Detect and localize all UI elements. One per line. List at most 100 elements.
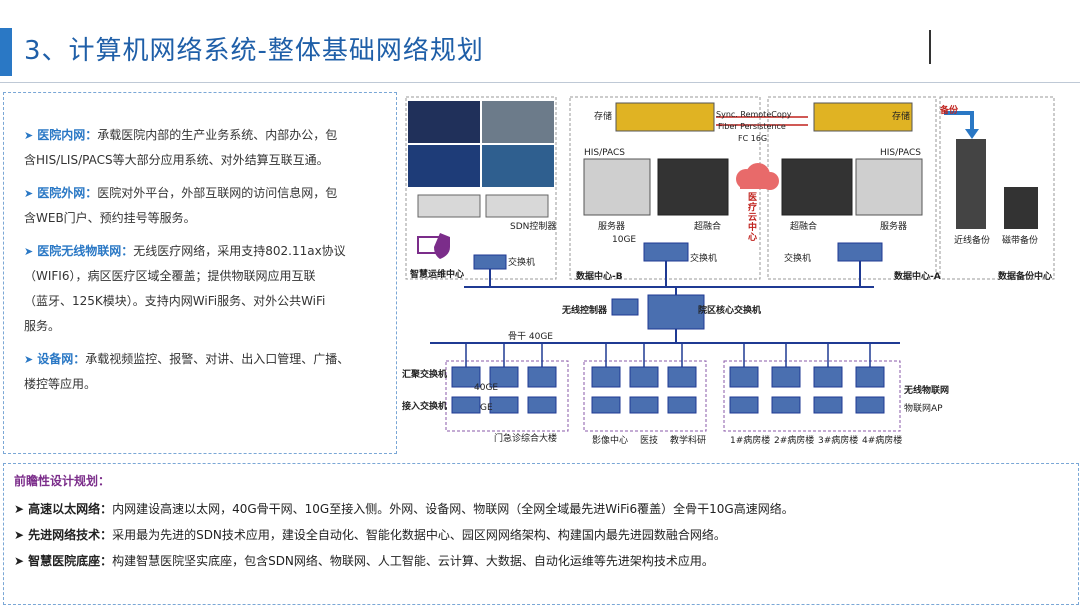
- bullet-intranet: ➤医院内网：承载医院内部的生产业务系统、内部办公，包 含HIS/LIS/PACS…: [24, 123, 384, 173]
- switch-dc-a: [838, 243, 882, 261]
- nearline-backup-label: 近线备份: [954, 233, 990, 246]
- design-row-text: 构建智慧医院坚实底座，包含SDN网络、物联网、人工智能、云计算、大数据、自动化运…: [112, 554, 714, 568]
- design-row-foundation: ➤ 智慧医院底座：构建智慧医院坚实底座，包含SDN网络、物联网、人工智能、云计算、…: [14, 552, 714, 569]
- design-row-text: 采用最为先进的SDN技术应用，建设全自动化、智能化数据中心、园区网网络架构、构建…: [112, 528, 726, 542]
- arrow-icon: ➤: [24, 245, 33, 258]
- drop-lines: [466, 343, 870, 367]
- storage-array-left: [616, 103, 714, 131]
- title-divider: [929, 30, 931, 64]
- building-medtech-label: 医技: [640, 433, 658, 446]
- bullet-device-network: ➤ 设备网：承载视频监控、报警、对讲、出入口管理、广播、 楼控等应用。: [24, 347, 384, 397]
- aggregation-switch-label: 汇聚交换机: [402, 367, 447, 380]
- his-pacs-label-left: HIS/PACS: [584, 148, 625, 158]
- server-label-right: 服务器: [880, 219, 907, 232]
- ward-4-label: 4#病房楼: [862, 433, 902, 446]
- backup-center-label: 数据备份中心: [998, 269, 1052, 282]
- access-switches: [452, 367, 884, 413]
- building-imaging-label: 影像中心: [592, 433, 628, 446]
- ge-label: GE: [480, 403, 493, 413]
- building-outpatient-label: 门急诊综合大楼: [494, 431, 557, 444]
- storage-label-left: 存储: [594, 109, 612, 122]
- page-title: 3、计算机网络系统-整体基础网络规划: [24, 30, 484, 67]
- tape-backup-device: [1004, 187, 1038, 229]
- title-accent-bar: [0, 28, 12, 76]
- design-row-text: 内网建设高速以太网，40G骨干网、10G至接入侧。外网、设备网、物联网（全网全域…: [112, 502, 794, 516]
- monitor-screen-3: [408, 145, 480, 187]
- bullet-head: 医院无线物联网：: [37, 244, 133, 258]
- sync-label: Sync. RemoteCopy: [716, 110, 792, 119]
- switch-ops: [474, 255, 506, 269]
- bullet-head: 医院外网：: [37, 186, 97, 200]
- hyperconverged-right: [782, 159, 852, 215]
- cloud-center-label: 医疗云中心: [748, 193, 758, 243]
- building-teaching-label: 教学科研: [670, 433, 706, 446]
- ward-2-label: 2#病房楼: [774, 433, 814, 446]
- wireless-controller-label: 无线控制器: [562, 303, 607, 316]
- title-underline: [0, 82, 1080, 83]
- bullet-text: 无线医疗网络，采用支持802.11ax协议: [133, 244, 345, 258]
- backup-label: 备份: [940, 103, 958, 116]
- network-description-panel: ➤医院内网：承载医院内部的生产业务系统、内部办公，包 含HIS/LIS/PACS…: [3, 92, 397, 454]
- server-label-left: 服务器: [598, 219, 625, 232]
- switch-label-dc-b: 交换机: [690, 251, 717, 264]
- bullet-text: 医院对外平台，外部互联网的访问信息网，包: [97, 186, 337, 200]
- storage-label-right: 存储: [892, 109, 910, 122]
- forward-design-panel: 前瞻性设计规划： ➤高速以太网络：内网建设高速以太网，40G骨干网、10G至接入…: [3, 463, 1079, 605]
- network-topology-diagram: 存储 存储 Sync. RemoteCopy Fiber Persistence…: [404, 95, 1060, 455]
- 40ge-label: 40GE: [474, 383, 498, 393]
- bullet-text: （蓝牙、125K模块）。支持内网WiFi服务、对外公共WiFi: [24, 294, 325, 308]
- core-switch: [648, 295, 704, 329]
- bullet-text: （WIFI6），病区医疗区域全覆盖；提供物联网应用互联: [24, 269, 315, 283]
- access-switch-label: 接入交换机: [402, 399, 447, 412]
- hyperconverged-label-left: 超融合: [694, 219, 721, 232]
- title-bar: 3、计算机网络系统-整体基础网络规划: [0, 18, 1080, 76]
- switch-label-ops: 交换机: [508, 255, 535, 268]
- core-switch-label: 院区核心交换机: [698, 303, 761, 316]
- fc-label: FC 16G: [738, 134, 767, 143]
- arrow-icon: ➤: [24, 353, 33, 366]
- design-row-ethernet: ➤ 高速以太网络：内网建设高速以太网，40G骨干网、10G至接入侧。外网、设备网、…: [14, 500, 794, 517]
- hyperconverged-label-right: 超融合: [790, 219, 817, 232]
- his-pacs-label-right: HIS/PACS: [880, 148, 921, 158]
- wireless-iot-label: 无线物联网: [904, 383, 949, 396]
- bullet-head: 设备网：: [37, 352, 85, 366]
- backbone-label: 骨干 40GE: [508, 329, 553, 342]
- bullet-text: 承载视频监控、报警、对讲、出入口管理、广播、: [85, 352, 349, 366]
- hyperconverged-left: [658, 159, 728, 215]
- ops-center-label: 智慧运维中心: [410, 267, 464, 280]
- design-row-head: 智慧医院底座：: [28, 554, 112, 568]
- monitor-screen-4: [482, 145, 554, 187]
- bullet-text: 含WEB门户、预约挂号等服务。: [24, 211, 196, 225]
- server-rack-ops-1: [418, 195, 480, 217]
- datacenter-a-label: 数据中心-A: [894, 269, 941, 282]
- switch-dc-b: [644, 243, 688, 261]
- bullet-text: 承载医院内部的生产业务系统、内部办公，包: [97, 128, 337, 142]
- arrow-icon: ➤: [14, 554, 24, 568]
- bullet-head: 医院内网：: [37, 128, 97, 142]
- sdn-controller-label: SDN控制器: [510, 219, 556, 232]
- bullet-wireless-iot: ➤ 医院无线物联网：无线医疗网络，采用支持802.11ax协议 （WIFI6），病…: [24, 239, 384, 339]
- his-pacs-server-right: [856, 159, 922, 215]
- bullet-text: 楼控等应用。: [24, 377, 96, 391]
- switch-label-dc-a: 交换机: [784, 251, 811, 264]
- ward-3-label: 3#病房楼: [818, 433, 858, 446]
- ward-1-label: 1#病房楼: [730, 433, 770, 446]
- bullet-extranet: ➤ 医院外网：医院对外平台，外部互联网的访问信息网，包 含WEB门户、预约挂号等服…: [24, 181, 384, 231]
- arrow-icon: ➤: [14, 502, 24, 516]
- arrow-icon: ➤: [24, 129, 33, 142]
- datacenter-b-label: 数据中心-B: [576, 269, 623, 282]
- arrow-icon: ➤: [14, 528, 24, 542]
- monitor-screen-1: [408, 101, 480, 143]
- his-pacs-server-left: [584, 159, 650, 215]
- design-row-head: 高速以太网络：: [28, 502, 112, 516]
- bullet-text: 服务。: [24, 319, 60, 333]
- bullet-list: ➤医院内网：承载医院内部的生产业务系统、内部办公，包 含HIS/LIS/PACS…: [24, 123, 384, 405]
- tape-backup-label: 磁带备份: [1002, 233, 1038, 246]
- wireless-controller: [612, 299, 638, 315]
- design-row-technology: ➤先进网络技术：采用最为先进的SDN技术应用，建设全自动化、智能化数据中心、园区…: [14, 526, 726, 543]
- monitor-screen-2: [482, 101, 554, 143]
- arrow-icon: ➤: [24, 187, 33, 200]
- server-rack-ops-2: [486, 195, 548, 217]
- 10ge-label: 10GE: [612, 235, 636, 245]
- fiber-label: Fiber Persistence: [718, 122, 786, 131]
